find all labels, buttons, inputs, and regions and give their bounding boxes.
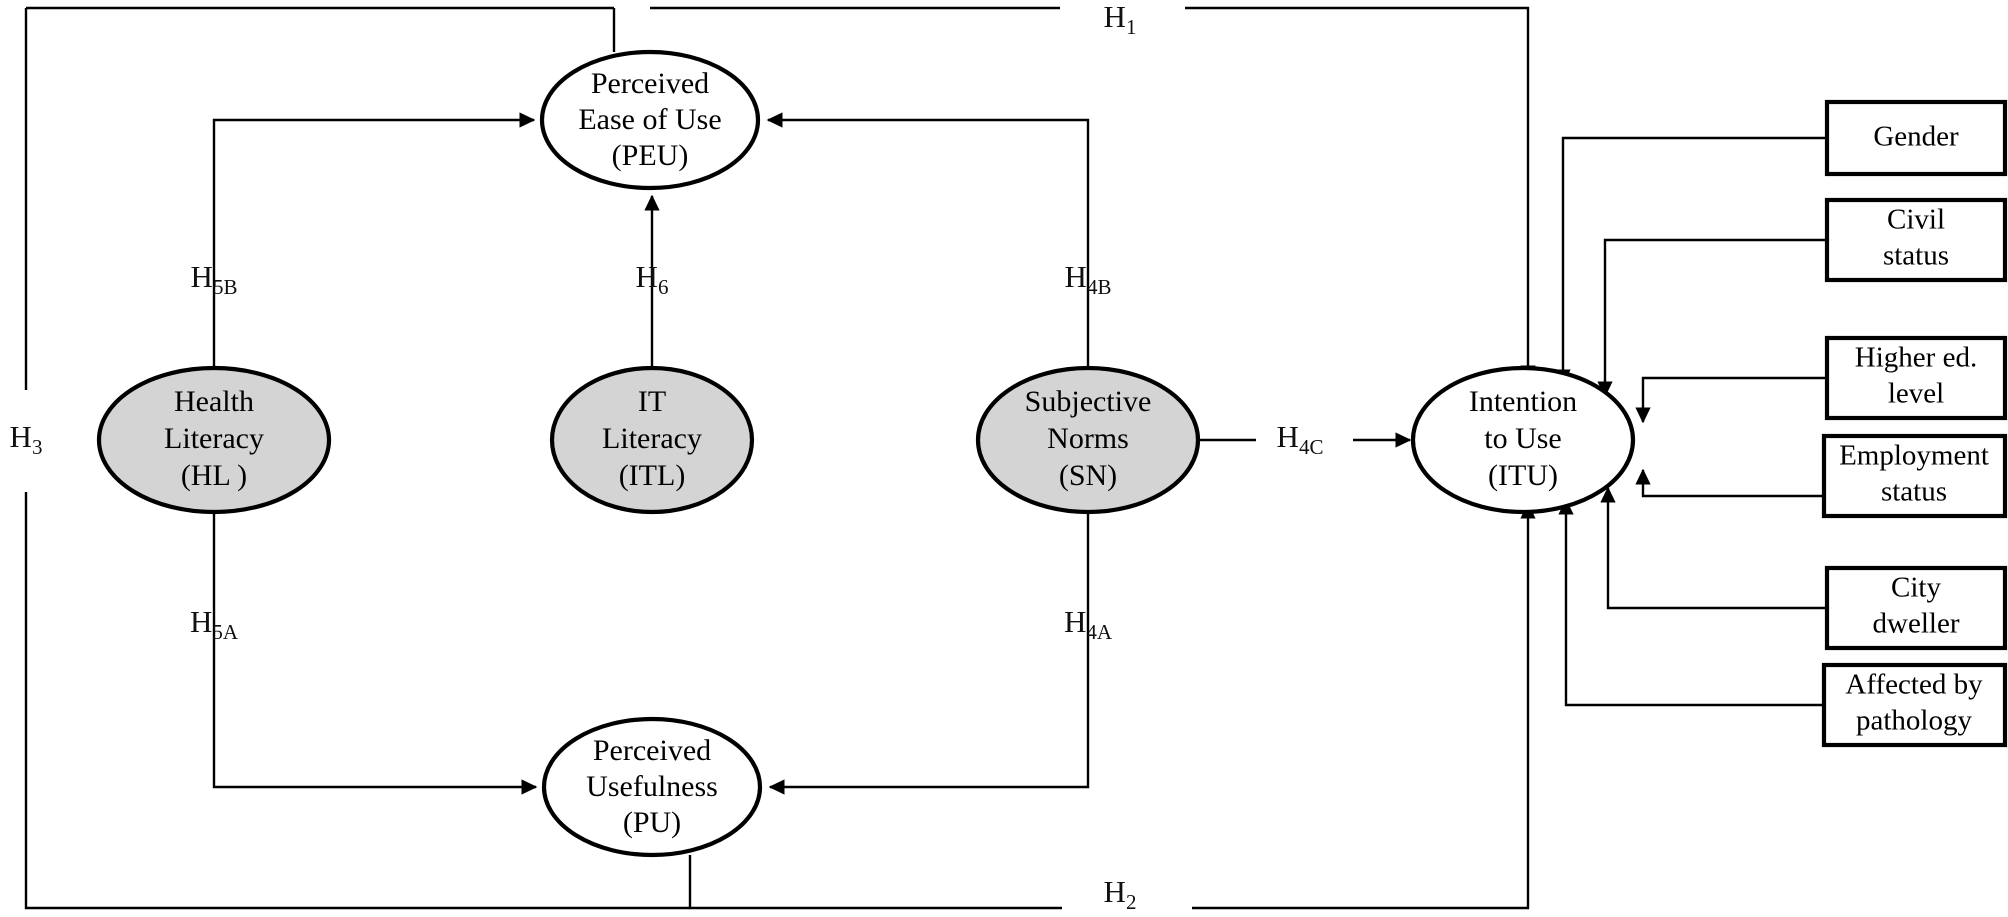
hypothesis-label-h1: H1 bbox=[1104, 0, 1137, 39]
higher-ed-label-2: level bbox=[1888, 378, 1944, 410]
hypothesis-label-h5a: H5A bbox=[190, 604, 239, 644]
edge-pathology-to-itu bbox=[1558, 498, 1824, 707]
higher-ed-box-rect[interactable] bbox=[1824, 335, 2008, 421]
moderator-box-layer: Gender Civil status Higher ed. level Emp… bbox=[1821, 99, 2008, 748]
hypothesis-label-h6: H6 bbox=[636, 259, 669, 299]
pu-line-1: Perceived bbox=[593, 734, 711, 767]
edge-sn-to-peu-h4b bbox=[766, 112, 1090, 368]
employment-box-rect[interactable] bbox=[1821, 433, 2008, 519]
city-dweller-box-rect[interactable] bbox=[1824, 565, 2008, 651]
node-intention-to-use[interactable]: Intention to Use (ITU) bbox=[1410, 365, 1636, 515]
hl-ellipse[interactable] bbox=[96, 365, 332, 515]
moderator-box-higher-education-level[interactable]: Higher ed. level bbox=[1824, 335, 2008, 421]
node-health-literacy[interactable]: Health Literacy (HL ) bbox=[96, 365, 332, 515]
civil-status-label-1: Civil bbox=[1887, 204, 1945, 236]
hypothesis-label-h3: H3 bbox=[10, 419, 43, 459]
edge-highered-to-itu bbox=[1635, 376, 1827, 424]
node-layer: Perceived Ease of Use (PEU) Health Liter… bbox=[96, 49, 1636, 858]
pu-line-2: Usefulness bbox=[586, 770, 718, 803]
hypothesis-label-h5b: H5B bbox=[191, 259, 238, 299]
gender-box-rect[interactable] bbox=[1824, 99, 2008, 177]
itl-ellipse[interactable] bbox=[549, 365, 755, 515]
hypothesis-label-layer: H1 H2 H3 H4A H4B H4C H5A H5B bbox=[10, 0, 1324, 914]
hl-line-2: Literacy bbox=[164, 422, 264, 455]
gender-label: Gender bbox=[1873, 121, 1959, 153]
hypothesis-label-h2: H2 bbox=[1104, 874, 1137, 914]
itl-line-2: Literacy bbox=[602, 422, 702, 455]
employment-label-1: Employment bbox=[1839, 440, 1989, 472]
edge-pu-to-itu-h2b bbox=[1192, 502, 1536, 910]
edge-employment-to-itu bbox=[1635, 468, 1824, 498]
itu-line-3: (ITU) bbox=[1488, 459, 1558, 492]
moderator-box-city-dweller[interactable]: City dweller bbox=[1824, 565, 2008, 651]
itu-line-1: Intention bbox=[1469, 385, 1577, 418]
edge-peu-to-itu-h1c bbox=[1185, 6, 1536, 382]
pathology-box-rect[interactable] bbox=[1821, 662, 2008, 748]
itl-line-1: IT bbox=[638, 385, 666, 418]
edge-pu-to-itu-h2a bbox=[688, 855, 1062, 910]
pathology-label-1: Affected by bbox=[1845, 669, 1983, 701]
edge-civil-to-itu bbox=[1597, 238, 1827, 398]
moderator-box-gender[interactable]: Gender bbox=[1824, 99, 2008, 177]
peu-ellipse[interactable] bbox=[539, 49, 761, 191]
sn-line-1: Subjective bbox=[1025, 385, 1152, 418]
sn-ellipse[interactable] bbox=[975, 365, 1201, 515]
hypothesis-label-h4a: H4A bbox=[1064, 604, 1113, 644]
pu-ellipse[interactable] bbox=[541, 716, 763, 858]
employment-label-2: status bbox=[1881, 476, 1947, 508]
edge-city-to-itu bbox=[1600, 486, 1827, 610]
edge-hl-to-peu-h5b bbox=[212, 112, 536, 368]
higher-ed-label-1: Higher ed. bbox=[1855, 342, 1977, 374]
peu-line-2: Ease of Use bbox=[578, 103, 721, 136]
civil-status-box-rect[interactable] bbox=[1824, 197, 2008, 283]
edge-gender-to-itu bbox=[1555, 136, 1827, 386]
moderator-box-employment-status[interactable]: Employment status bbox=[1821, 433, 2008, 519]
moderator-box-affected-by-pathology[interactable]: Affected by pathology bbox=[1821, 662, 2008, 748]
civil-status-label-2: status bbox=[1883, 240, 1949, 272]
node-perceived-usefulness[interactable]: Perceived Usefulness (PU) bbox=[541, 716, 763, 858]
node-perceived-ease-of-use[interactable]: Perceived Ease of Use (PEU) bbox=[539, 49, 761, 191]
edge-layer bbox=[24, 6, 1827, 910]
hl-line-3: (HL ) bbox=[181, 459, 247, 492]
edge-h3-left-vertical-lower bbox=[24, 492, 690, 910]
pu-line-3: (PU) bbox=[623, 806, 681, 839]
node-subjective-norms[interactable]: Subjective Norms (SN) bbox=[975, 365, 1201, 515]
itu-ellipse[interactable] bbox=[1410, 365, 1636, 515]
edge-sn-to-pu-h4a bbox=[768, 512, 1090, 795]
hl-line-1: Health bbox=[174, 385, 254, 418]
city-dweller-label-2: dweller bbox=[1873, 608, 1960, 640]
node-it-literacy[interactable]: IT Literacy (ITL) bbox=[549, 365, 755, 515]
city-dweller-label-1: City bbox=[1891, 572, 1941, 604]
sn-line-2: Norms bbox=[1047, 422, 1129, 455]
peu-line-3: (PEU) bbox=[612, 139, 689, 172]
itu-line-2: to Use bbox=[1484, 422, 1562, 455]
peu-line-1: Perceived bbox=[591, 67, 709, 100]
itl-line-3: (ITL) bbox=[619, 459, 686, 492]
moderator-box-civil-status[interactable]: Civil status bbox=[1824, 197, 2008, 283]
pathology-label-2: pathology bbox=[1856, 705, 1972, 737]
sn-line-3: (SN) bbox=[1059, 459, 1117, 492]
hypothesis-label-h4c: H4C bbox=[1277, 419, 1324, 459]
edge-hl-to-pu-h5a bbox=[212, 512, 538, 795]
hypothesis-label-h4b: H4B bbox=[1065, 259, 1112, 299]
